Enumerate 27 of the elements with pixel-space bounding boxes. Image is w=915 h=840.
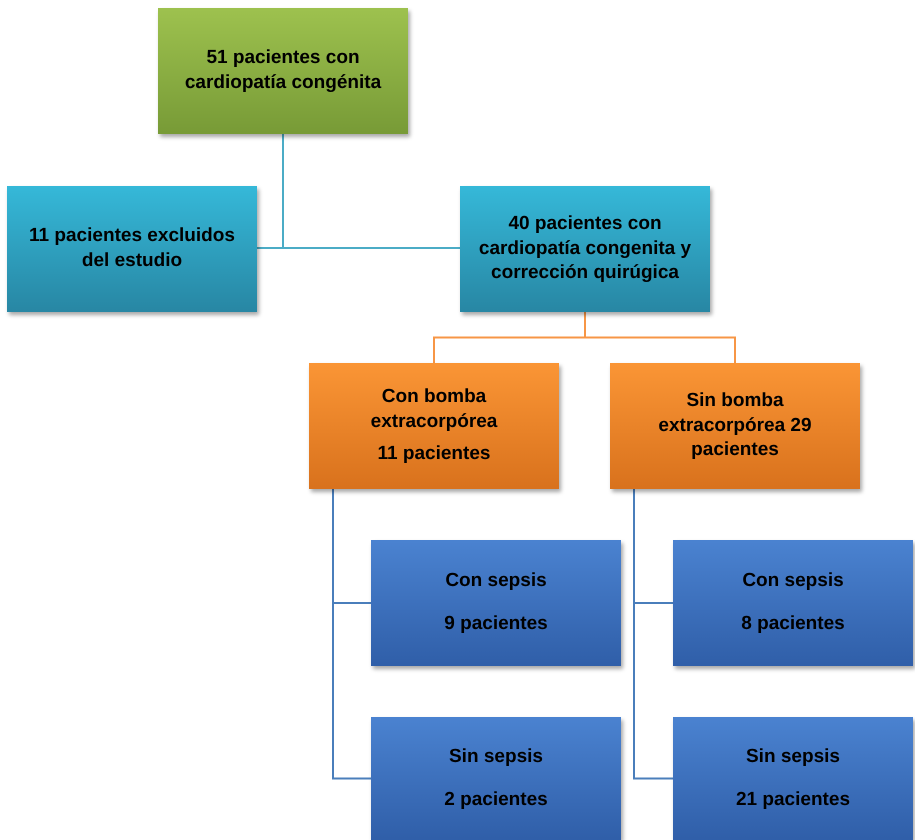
box-text: Sin bomba extracorpórea 29 pacientes bbox=[657, 388, 813, 462]
connector-line bbox=[633, 489, 673, 780]
box-text: Con bomba extracorpórea bbox=[370, 384, 498, 434]
process-box bbox=[7, 186, 257, 312]
box-text: 51 pacientes con cardiopatía congénita bbox=[184, 46, 382, 95]
process-box bbox=[309, 363, 559, 489]
process-box bbox=[371, 717, 621, 840]
process-box bbox=[371, 540, 621, 666]
box-text: 11 pacientes excluidos del estudio bbox=[28, 224, 236, 273]
process-box bbox=[158, 8, 408, 134]
box-text: Sin sepsis bbox=[448, 744, 544, 769]
box-text: 8 pacientes bbox=[740, 612, 846, 636]
box-text: 9 pacientes bbox=[443, 612, 549, 636]
process-box bbox=[610, 363, 860, 489]
connector-line bbox=[282, 134, 460, 249]
box-text: Con sepsis bbox=[741, 569, 845, 594]
process-box bbox=[460, 186, 710, 312]
box-text: Sin sepsis bbox=[745, 744, 841, 769]
process-box bbox=[673, 717, 913, 840]
connector-line bbox=[332, 489, 371, 780]
box-text: 2 pacientes bbox=[443, 788, 549, 812]
box-text: 11 pacientes bbox=[376, 442, 492, 466]
box-text: 21 pacientes bbox=[734, 788, 852, 812]
connector-line bbox=[584, 312, 736, 363]
box-text: Con sepsis bbox=[444, 569, 548, 594]
process-box bbox=[673, 540, 913, 666]
box-text: 40 pacientes con cardiopatía congenita y corrección quirúgica bbox=[478, 212, 692, 286]
